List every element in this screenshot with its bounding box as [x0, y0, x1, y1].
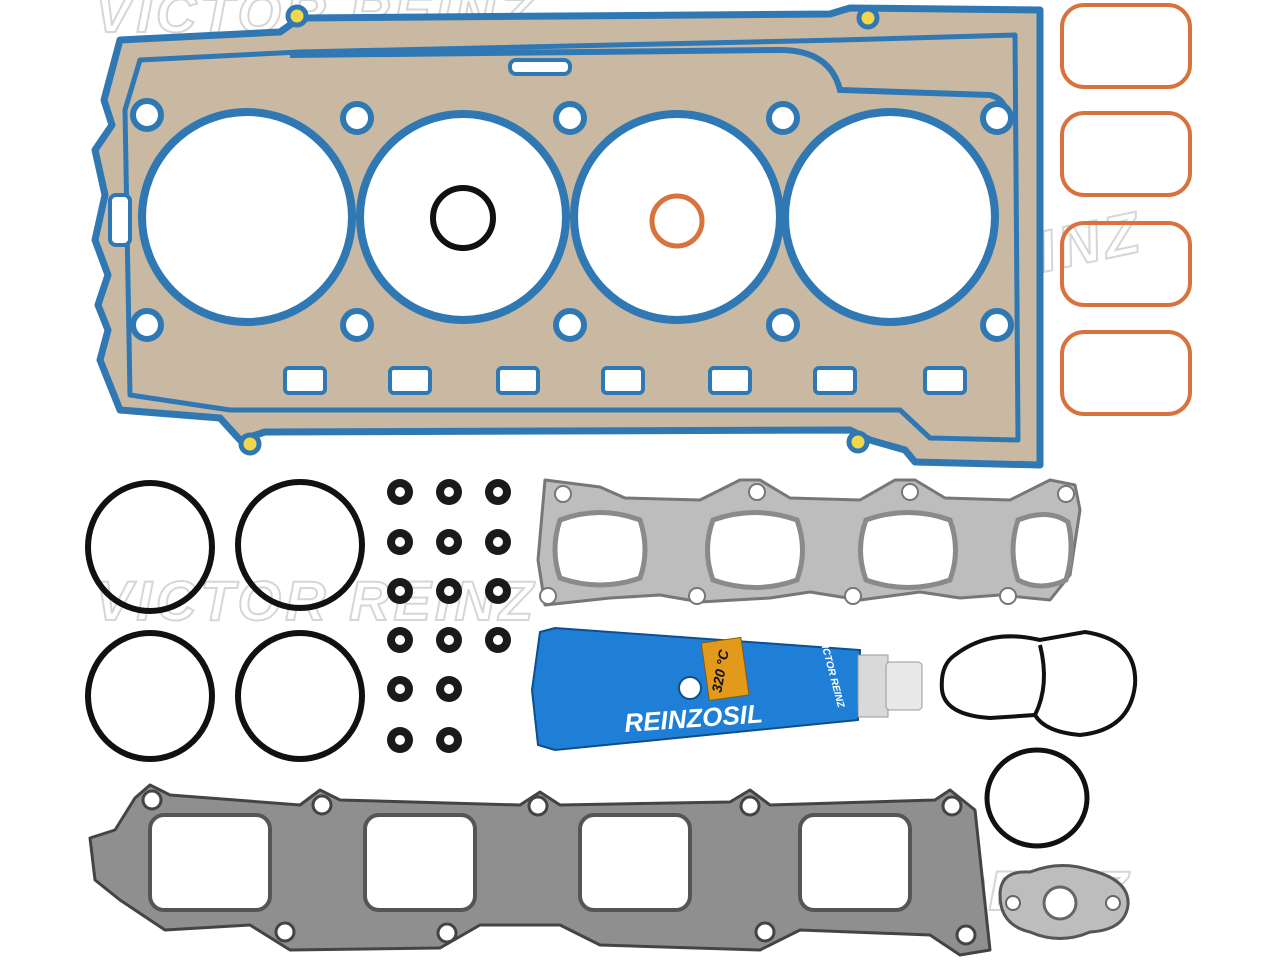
valve-stem-seal-bore — [395, 487, 405, 497]
tube-cap — [885, 661, 923, 711]
valve-stem-seal-bore — [493, 635, 503, 645]
turbo-flange-gasket — [998, 864, 1130, 940]
valve-stem-seal-bore — [493, 586, 503, 596]
bore-2 — [356, 110, 570, 324]
valve-stem-seal-bore — [444, 586, 454, 596]
coolant-slots — [108, 58, 967, 395]
intake-port-seals — [1060, 3, 1192, 416]
black-o-ring-medium — [984, 747, 1090, 849]
temperature-badge-label: 320 °C — [708, 648, 731, 694]
sealant-tube: 320 °C REINZOSIL VICTOR REINZ — [530, 626, 923, 752]
bore-4 — [781, 108, 999, 326]
oil-cooler-gasket — [939, 629, 1138, 738]
valve-stem-seal-bore — [395, 537, 405, 547]
tube-logo-seal — [678, 676, 702, 700]
head-gasket-inner-bead — [122, 32, 1021, 443]
bore-3 — [570, 110, 784, 324]
valve-stem-seal-bore — [395, 735, 405, 745]
black-o-ring-small — [430, 185, 496, 251]
large-o-rings — [85, 479, 365, 762]
port-seal-3 — [1060, 221, 1192, 307]
port-seal-4 — [1060, 330, 1192, 416]
intake-manifold-gasket — [88, 783, 992, 957]
cylinder-bores — [138, 108, 999, 326]
valve-stem-seals — [387, 479, 511, 753]
port-seal-1 — [1060, 3, 1192, 89]
bore-1 — [138, 108, 356, 326]
tube-neck — [857, 654, 889, 718]
dowel-holes — [238, 4, 880, 456]
valve-stem-seal-bore — [444, 537, 454, 547]
port-seal-2 — [1060, 111, 1192, 197]
copper-washer — [649, 193, 705, 249]
valve-stem-seal-bore — [444, 735, 454, 745]
valve-stem-seal-bore — [395, 684, 405, 694]
valve-stem-seal-bore — [395, 635, 405, 645]
valve-stem-seal-bore — [444, 487, 454, 497]
watermark-left: VICTOR REINZ — [95, 569, 537, 632]
valve-stem-seal-bore — [493, 487, 503, 497]
head-bolt-holes — [130, 98, 1014, 342]
valve-stem-seal-bore — [395, 586, 405, 596]
valve-stem-seal-bore — [444, 635, 454, 645]
valve-stem-seal-bore — [444, 684, 454, 694]
cylinder-head-gasket — [91, 4, 1044, 469]
temperature-badge — [700, 636, 750, 702]
intake-gasket-plate — [88, 783, 992, 957]
valve-stem-seal-bore — [493, 537, 503, 547]
exhaust-manifold-gasket — [536, 478, 1082, 607]
